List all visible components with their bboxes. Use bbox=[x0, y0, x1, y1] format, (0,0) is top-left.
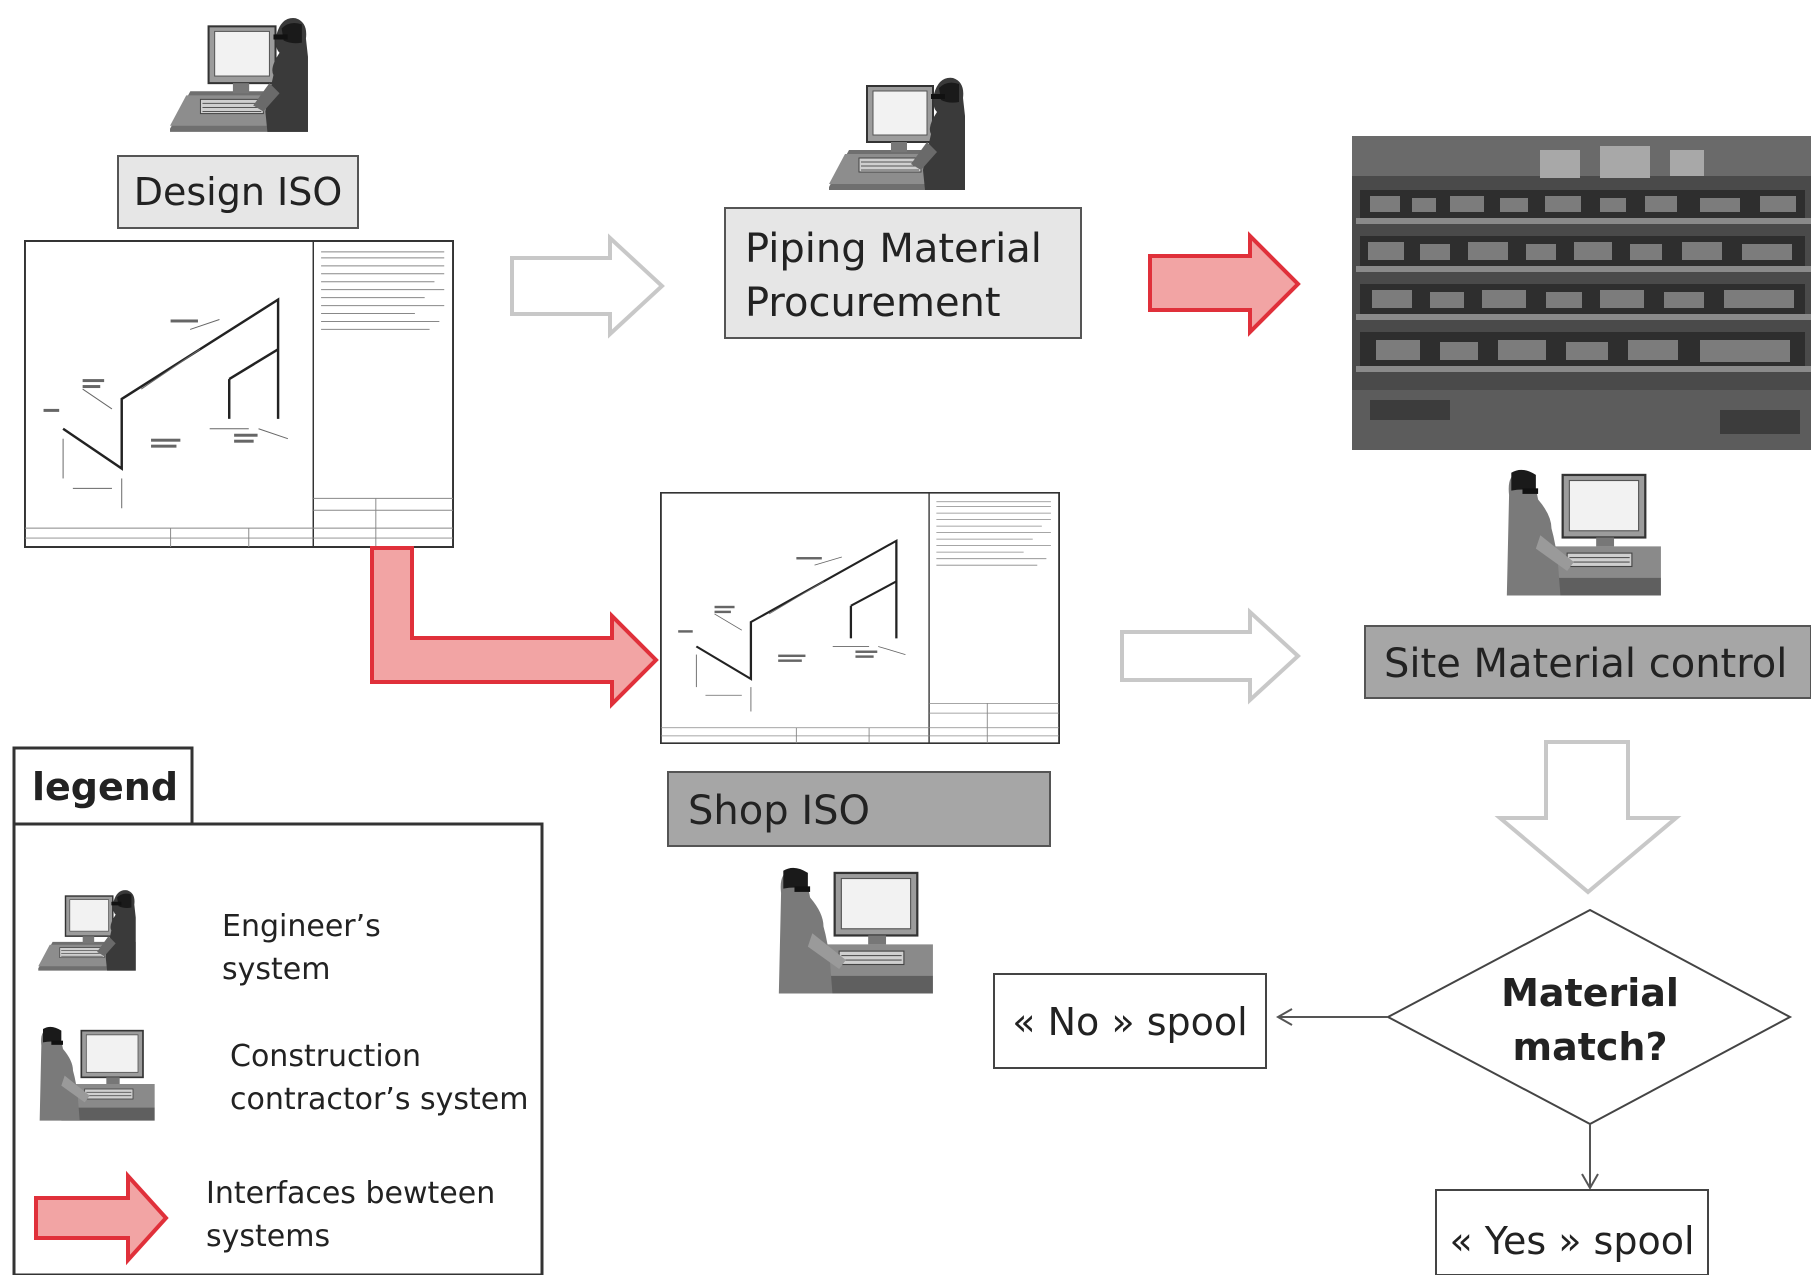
interface-arrow-to-warehouse bbox=[1148, 231, 1301, 337]
procurement-label-line2: Procurement bbox=[745, 280, 1001, 326]
engineer-workstation-icon bbox=[827, 76, 967, 192]
flow-arrow-to-site-control bbox=[1120, 607, 1301, 705]
legend-contractor-line2: contractor’s system bbox=[230, 1082, 528, 1117]
shop-iso-box bbox=[667, 771, 1051, 847]
legend-engineer-line2: system bbox=[222, 952, 330, 987]
procurement-box bbox=[724, 207, 1082, 339]
contractor-workstation-icon bbox=[1505, 468, 1663, 597]
decision-label-line2: match? bbox=[1512, 1025, 1667, 1069]
yes-spool-box bbox=[1435, 1189, 1709, 1275]
shop-iso-label: Shop ISO bbox=[688, 788, 870, 834]
design-iso-box bbox=[117, 155, 359, 229]
engineer-workstation-icon bbox=[169, 17, 309, 133]
shop-iso-drawing bbox=[660, 492, 1060, 744]
contractor-workstation-icon bbox=[38, 1025, 156, 1122]
contractor-workstation-icon bbox=[777, 866, 935, 995]
interface-arrow-to-shop-iso bbox=[370, 546, 659, 709]
flow-arrow-to-decision bbox=[1494, 740, 1682, 895]
no-spool-label: « No » spool bbox=[1012, 1000, 1247, 1044]
procurement-label-line1: Piping Material bbox=[745, 226, 1042, 272]
yes-spool-label: « Yes » spool bbox=[1449, 1219, 1694, 1263]
legend-interface-line1: Interfaces bewteen bbox=[206, 1176, 495, 1211]
legend-interface-line2: systems bbox=[206, 1219, 330, 1254]
design-iso-drawing bbox=[24, 240, 454, 548]
yes-arrowhead bbox=[1581, 1173, 1599, 1191]
no-arrowhead bbox=[1275, 1008, 1293, 1026]
material-match-decision bbox=[1385, 908, 1793, 1126]
legend-title-tab bbox=[12, 746, 194, 826]
no-spool-box bbox=[993, 973, 1267, 1069]
legend-engineer-line1: Engineer’s bbox=[222, 909, 381, 944]
interface-arrow-icon bbox=[34, 1170, 169, 1266]
design-iso-label: Design ISO bbox=[134, 170, 343, 214]
legend-contractor-line1: Construction bbox=[230, 1039, 421, 1074]
flow-arrow-to-procurement bbox=[510, 233, 665, 339]
legend-title: legend bbox=[32, 765, 178, 809]
site-material-control-box bbox=[1364, 625, 1811, 699]
site-material-control-label: Site Material control bbox=[1384, 641, 1787, 687]
legend: legend Engineer’s system Construction co… bbox=[12, 746, 544, 1275]
warehouse-photo bbox=[1352, 136, 1811, 450]
decision-label-line1: Material bbox=[1501, 971, 1679, 1015]
